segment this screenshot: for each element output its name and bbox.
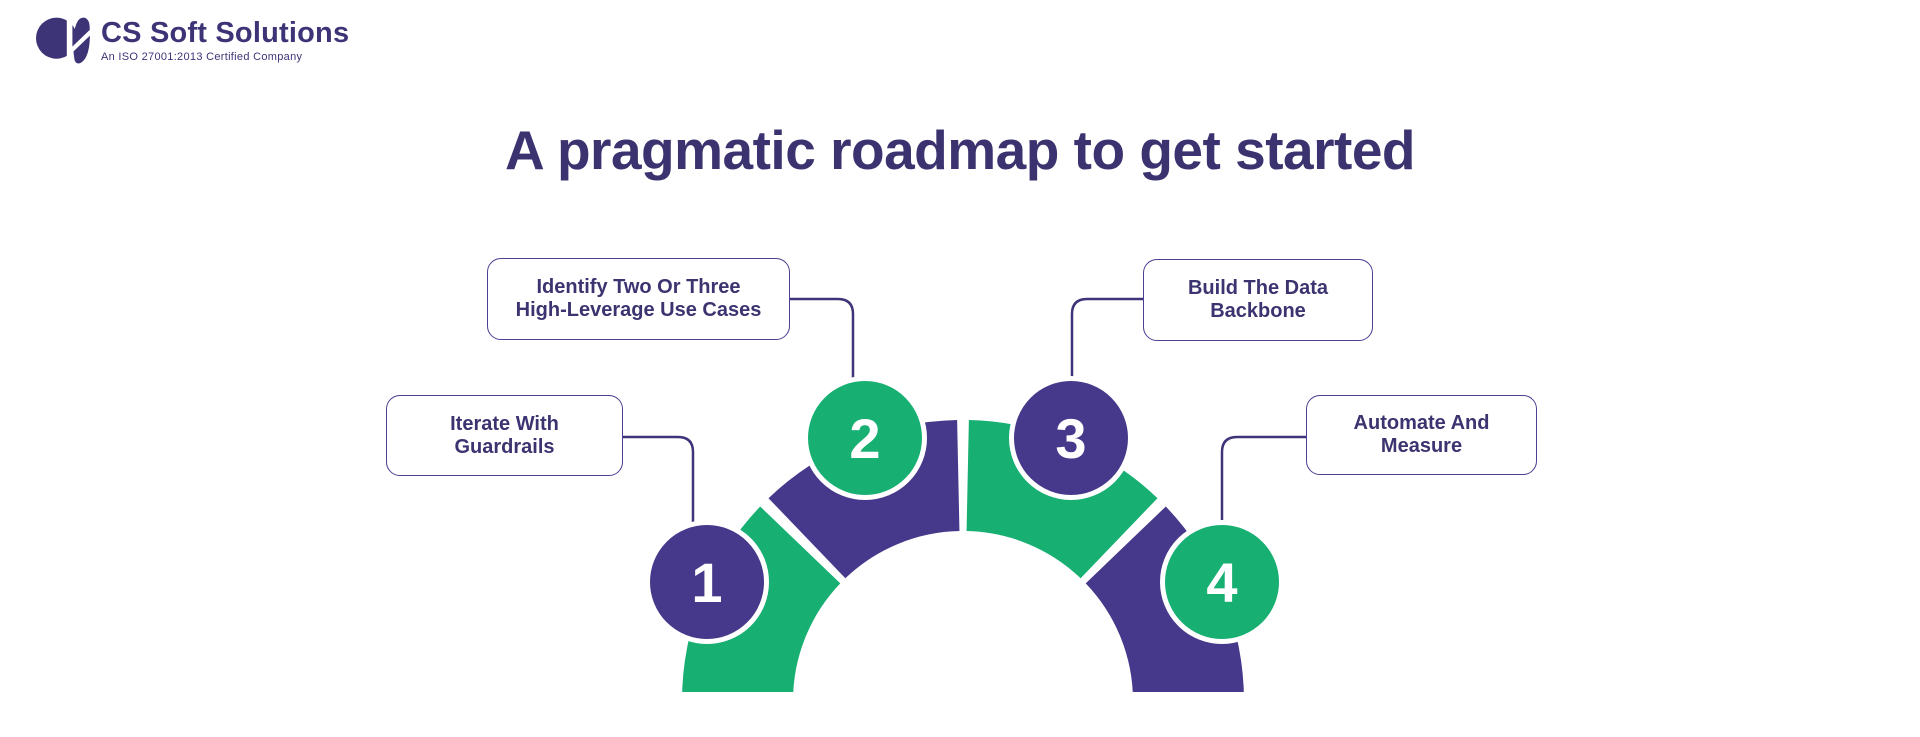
connector-lines [623,297,1306,530]
step-circle-2: 2 [803,376,927,500]
step-number-1: 1 [691,550,723,614]
step-label-line: Measure [1380,435,1463,457]
step-circle-4: 4 [1160,520,1284,644]
step-label-line: Identify Two Or Three [536,276,741,298]
step-label-identify-use-cases: Identify Two Or Three High-Leverage Use … [487,258,790,340]
step-label-line: High-Leverage Use Cases [515,299,762,321]
step-label-line: Guardrails [454,435,555,458]
step-number-4: 4 [1206,550,1238,614]
step-label-line: Build The Data [1187,277,1328,299]
step-label-build-data-backbone: Build The Data Backbone [1143,259,1373,341]
arc-segments [682,420,1244,701]
connector-line-step-2 [790,297,855,392]
step-label-line: Iterate With [450,412,559,435]
step-circle-1: 1 [645,520,769,644]
connector-line-step-1 [623,435,695,530]
step-number-2: 2 [849,406,881,470]
page-title: A pragmatic roadmap to get started [504,119,1416,181]
logo-tagline: An ISO 27001:2013 Certified Company [101,51,303,64]
cs-monogram-icon [36,14,92,64]
logo-text: CS Soft Solutions An ISO 27001:2013 Cert… [101,12,350,64]
logo-name: CS Soft Solutions [101,17,350,49]
step-label-automate-and-measure: Automate And Measure [1306,395,1537,475]
step-circle-3: 3 [1009,376,1133,500]
step-label-iterate-with-guardrails: Iterate With Guardrails [386,395,623,476]
step-label-line: Automate And [1353,412,1490,434]
logo: CS Soft Solutions An ISO 27001:2013 Cert… [36,12,349,70]
step-label-line: Backbone [1210,300,1306,322]
step-number-3: 3 [1055,406,1087,470]
arc-bottom-cut [560,692,1380,737]
connector-line-step-3 [1070,297,1143,392]
connector-line-step-4 [1220,435,1306,530]
